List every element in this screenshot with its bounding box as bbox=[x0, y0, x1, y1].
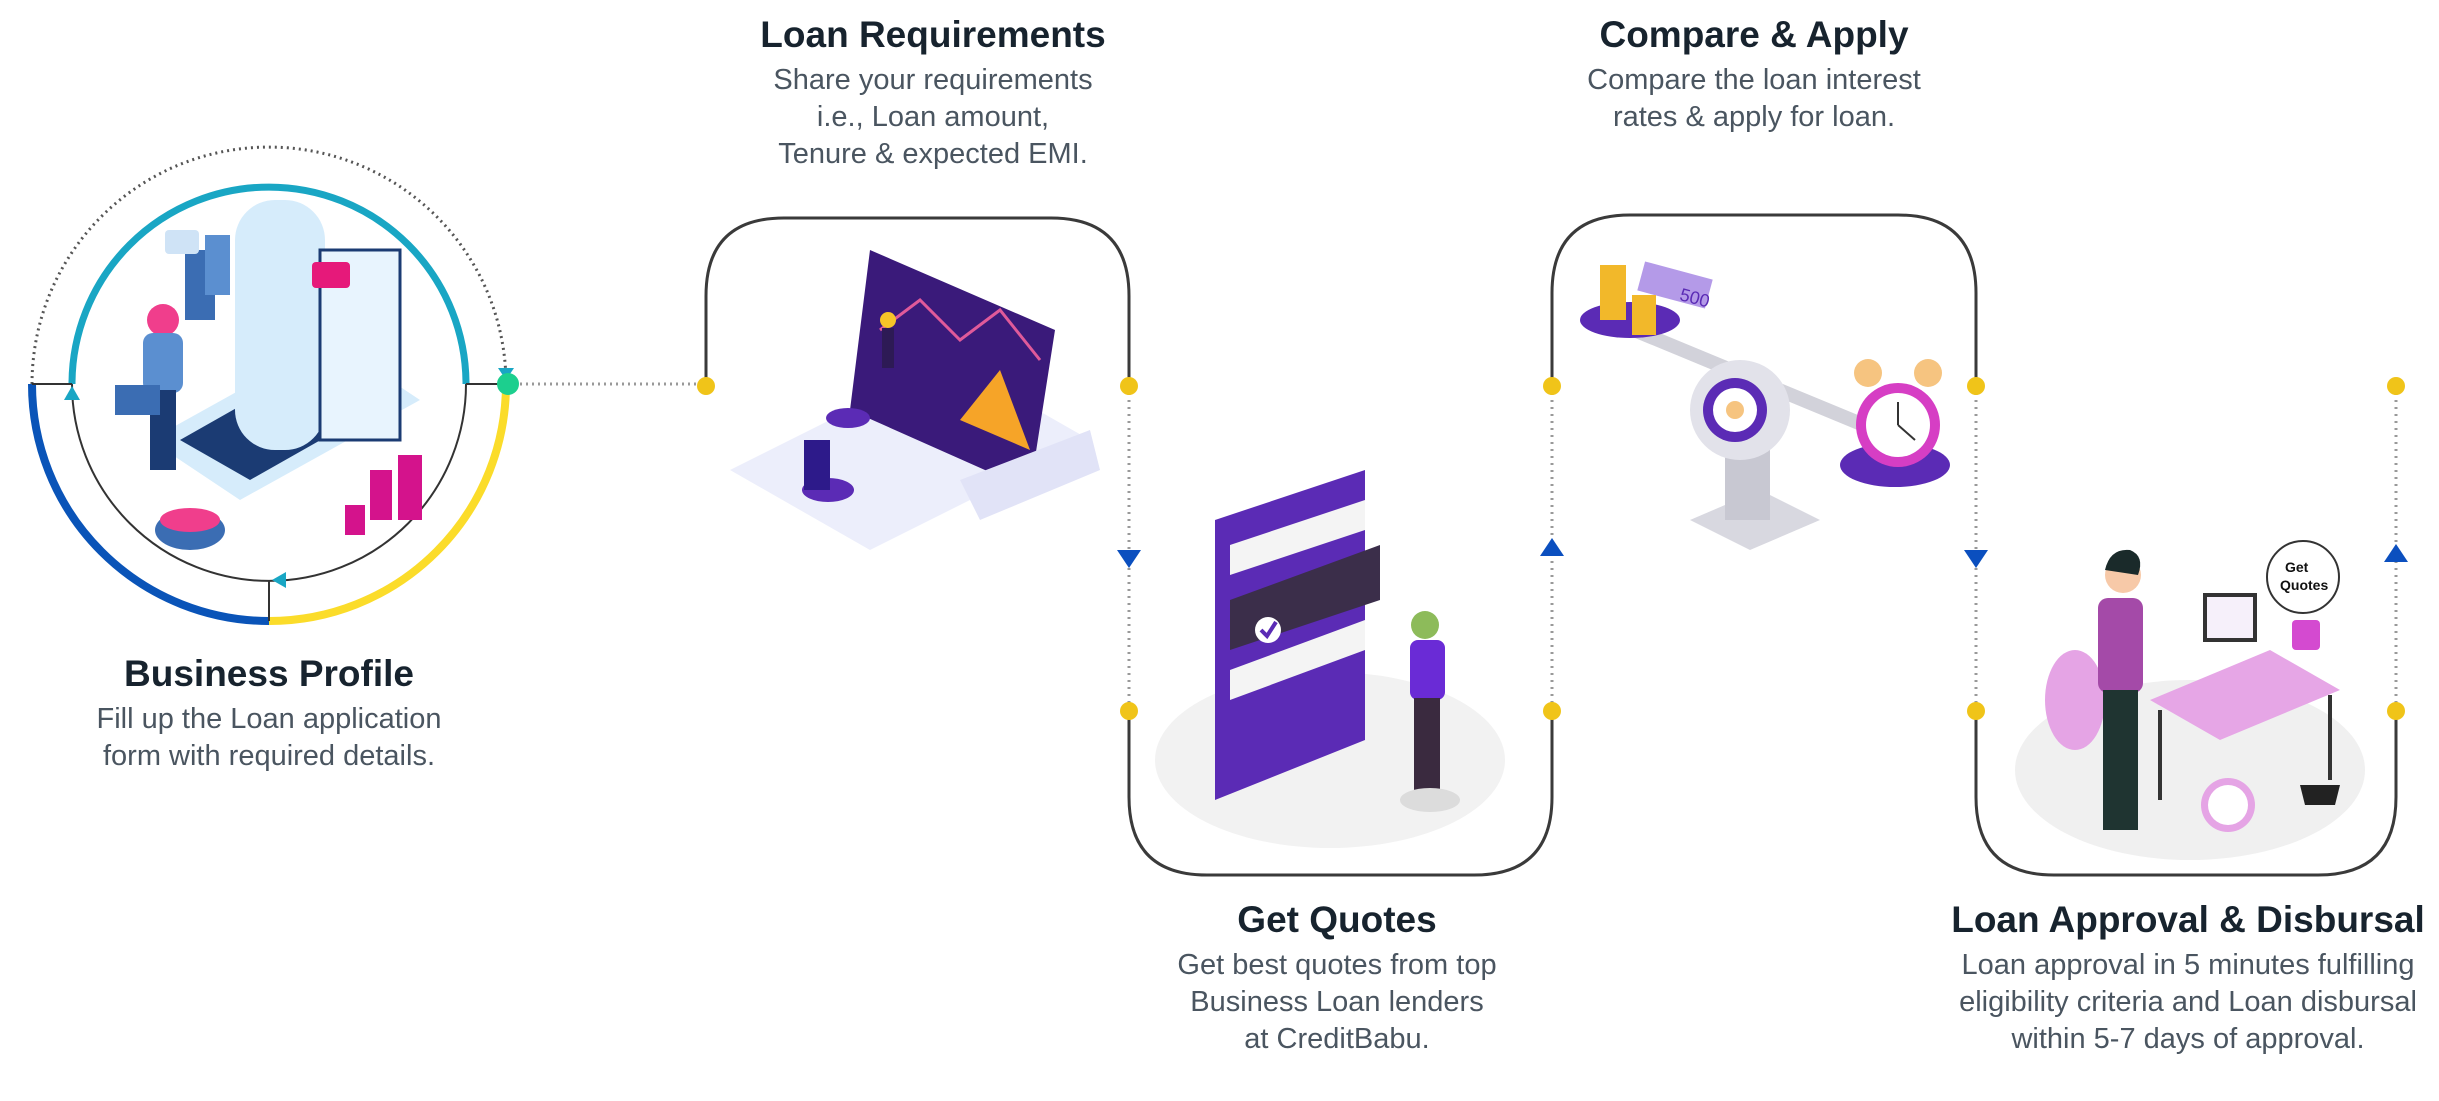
step-title: Compare & Apply bbox=[1599, 14, 1909, 55]
step-loan-requirements: Loan Requirements Share your requirement… bbox=[760, 12, 1105, 173]
connector-lines bbox=[704, 213, 2398, 877]
step-title: Loan Requirements bbox=[760, 14, 1106, 55]
arrow-down-icon bbox=[1964, 550, 1988, 568]
speech-bubble-line-1: Get bbox=[2285, 559, 2309, 575]
loan-requirements-illustration bbox=[730, 250, 1100, 550]
connector-dots bbox=[697, 377, 2405, 720]
compare-apply-illustration: 500 bbox=[1580, 261, 1950, 550]
arrow-up-icon bbox=[2384, 544, 2408, 562]
step-compare-apply: Compare & Apply Compare the loan interes… bbox=[1587, 12, 1921, 136]
arrow-down-icon bbox=[1117, 550, 1141, 568]
loan-approval-illustration: Get Quotes bbox=[2015, 540, 2365, 860]
get-quotes-illustration bbox=[1155, 470, 1505, 848]
arrow-up-icon bbox=[64, 386, 80, 400]
speech-bubble-line-2: Quotes bbox=[2280, 577, 2328, 593]
step-business-profile: Business Profile Fill up the Loan applic… bbox=[96, 651, 441, 775]
step-title: Loan Approval & Disbursal bbox=[1951, 899, 2425, 940]
business-profile-ring bbox=[28, 145, 519, 625]
start-dot bbox=[497, 373, 519, 395]
business-profile-illustration bbox=[115, 200, 422, 550]
arrow-left-icon bbox=[272, 572, 286, 588]
step-loan-approval-disbursal: Loan Approval & Disbursal Loan approval … bbox=[1951, 897, 2425, 1058]
speech-bubble bbox=[2266, 540, 2340, 614]
step-title: Business Profile bbox=[124, 653, 414, 694]
step-title: Get Quotes bbox=[1237, 899, 1437, 940]
arrow-up-icon bbox=[1540, 538, 1564, 556]
